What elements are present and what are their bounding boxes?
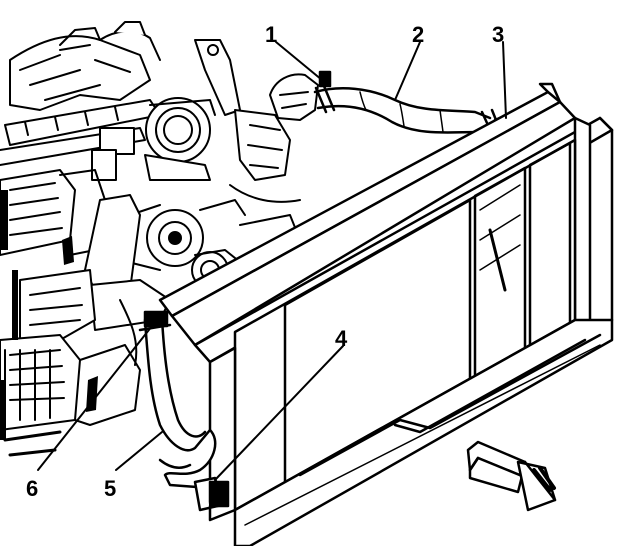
- upper-radiator-hose: [313, 87, 494, 134]
- callout-labels: 1 2 3 4 5 6: [26, 22, 504, 501]
- leader-5: [115, 431, 163, 471]
- hose-fitting-lower: [193, 476, 230, 512]
- radiator: [158, 82, 614, 546]
- leader-2: [394, 41, 421, 101]
- hose-clamp-lower: [138, 310, 172, 332]
- leader-1: [275, 41, 323, 81]
- front-direction-arrow-icon: [466, 440, 557, 512]
- callout-4: 4: [335, 326, 348, 351]
- leader-lines: [37, 41, 507, 481]
- callout-2: 2: [412, 22, 424, 47]
- callout-6: 6: [26, 476, 38, 501]
- leader-6: [37, 325, 153, 471]
- lower-radiator-hose: [143, 316, 217, 490]
- engine-shadows: [0, 190, 98, 440]
- engine-assembly: [0, 21, 319, 457]
- callout-5: 5: [104, 476, 116, 501]
- callout-3: 3: [492, 22, 504, 47]
- callout-1: 1: [265, 22, 277, 47]
- leader-4: [214, 345, 344, 481]
- leader-3: [502, 41, 507, 119]
